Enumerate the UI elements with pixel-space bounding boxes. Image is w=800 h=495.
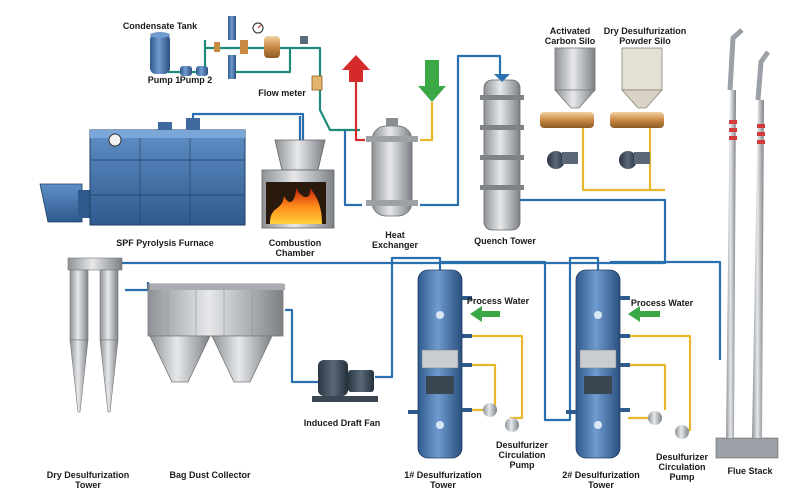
label-flow-meter: Flow meter — [258, 88, 306, 98]
flue-gas-pipe-stack — [610, 260, 722, 360]
pump-1 — [180, 66, 192, 76]
hot-gas-outlet-arrow — [342, 55, 370, 82]
label-bag-dust-collector: Bag Dust Collector — [169, 470, 251, 480]
combustion-chamber — [261, 139, 335, 229]
pipe-network — [110, 40, 722, 432]
label-desulfurization-tower-2: 2# Desulfurization Tower — [562, 470, 640, 490]
flow-meter — [300, 36, 323, 91]
filter-vessel — [264, 36, 280, 58]
bag-dust-collector — [147, 283, 285, 383]
label-heat-exchanger: Heat Exchanger — [371, 230, 419, 250]
absorbent-pipe-carbon — [581, 128, 665, 192]
label-induced-draft-fan: Induced Draft Fan — [303, 418, 381, 428]
label-flue-stack: Flue Stack — [727, 466, 773, 476]
label-pump-1: Pump 1 — [147, 75, 181, 85]
cold-air-inlet-arrow — [418, 60, 446, 102]
label-process-water-2: Process Water — [630, 298, 694, 308]
flue-gas-pipe-tower1-tower2 — [440, 256, 600, 422]
label-desulfurizer-pump-2: Desulfurizer Circulation Pump — [655, 452, 708, 482]
desulfurizer-pump-1 — [483, 403, 519, 432]
valve-assembly — [214, 16, 248, 79]
desulfurization-tower-1 — [408, 269, 472, 459]
label-spf-pyrolysis-furnace: SPF Pyrolysis Furnace — [116, 238, 214, 248]
condensate-water-pipe — [168, 46, 360, 132]
process-water-arrow-1 — [470, 306, 500, 322]
heat-exchanger — [366, 118, 418, 217]
label-dry-desulfurization-tower: Dry Desulfurization Tower — [46, 470, 130, 490]
flue-gas-pipe-exchanger — [420, 54, 502, 207]
process-water-arrow-2 — [628, 306, 660, 322]
desulfurizer-pump-2 — [648, 411, 689, 439]
dry-desulfurization-tower — [67, 257, 123, 413]
desulfurization-tower-2 — [566, 269, 630, 459]
label-condensate-tank: Condensate Tank — [122, 21, 198, 31]
fire-icon — [270, 188, 322, 224]
label-quench-tower: Quench Tower — [474, 236, 536, 246]
label-desulfurizer-pump-1: Desulfurizer Circulation Pump — [495, 440, 548, 470]
label-desulfurization-tower-1: 1# Desulfurization Tower — [404, 470, 482, 490]
quench-tower — [480, 74, 524, 231]
flue-stack — [715, 28, 779, 459]
label-combustion-chamber: Combustion Chamber — [268, 238, 322, 258]
heat-exchanger-cold-pipe — [420, 102, 434, 142]
condensate-tank — [150, 32, 170, 74]
spf-pyrolysis-furnace — [39, 118, 246, 226]
flue-gas-pipe-fan — [285, 308, 318, 384]
pressure-gauge — [252, 22, 264, 34]
label-dry-desulfurization-powder-silo: Dry Desulfurization Powder Silo — [603, 26, 687, 46]
flue-gas-pipe-combustion — [298, 116, 362, 207]
activated-carbon-silo — [540, 47, 596, 169]
label-activated-carbon-silo: Activated Carbon Silo — [544, 26, 596, 46]
condensate-return-pipe — [203, 40, 292, 74]
pump-2 — [196, 66, 208, 76]
label-process-water-1: Process Water — [466, 296, 530, 306]
heat-exchanger-hot-pipe — [354, 82, 365, 142]
dry-desulfurization-powder-silo — [610, 47, 664, 169]
label-pump-2: Pump 2 — [179, 75, 213, 85]
induced-draft-fan — [312, 360, 378, 402]
flue-gas-pipe-bag — [125, 282, 150, 292]
